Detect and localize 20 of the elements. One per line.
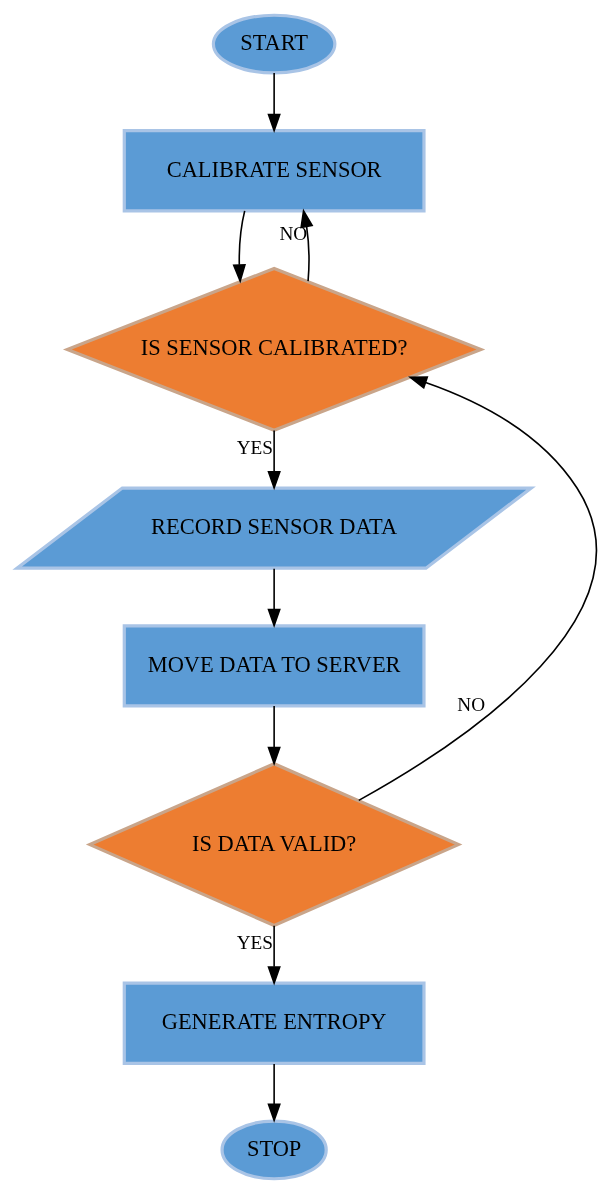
arrow xyxy=(232,210,246,284)
node-diamond: IS SENSOR CALIBRATED? xyxy=(62,266,486,433)
arrow xyxy=(267,567,281,628)
edge-label: YES xyxy=(236,931,274,953)
arrow xyxy=(300,208,314,282)
edge-label: NO xyxy=(457,693,486,715)
edge-label: NO xyxy=(279,223,308,245)
arrow xyxy=(267,1063,281,1123)
node-box: CALIBRATE SENSOR xyxy=(122,129,426,213)
edge-label: YES xyxy=(236,436,274,458)
arrow xyxy=(357,376,598,802)
node-ellipse: STOP xyxy=(220,1119,328,1181)
arrow xyxy=(267,72,281,133)
arrow xyxy=(267,429,281,491)
arrow xyxy=(267,924,281,986)
node-ellipse: START xyxy=(211,13,337,75)
node-box: MOVE DATA TO SERVER xyxy=(122,624,426,708)
node-diamond: IS DATA VALID? xyxy=(85,761,463,928)
arrow xyxy=(267,705,281,766)
node-box: GENERATE ENTROPY xyxy=(122,981,426,1065)
